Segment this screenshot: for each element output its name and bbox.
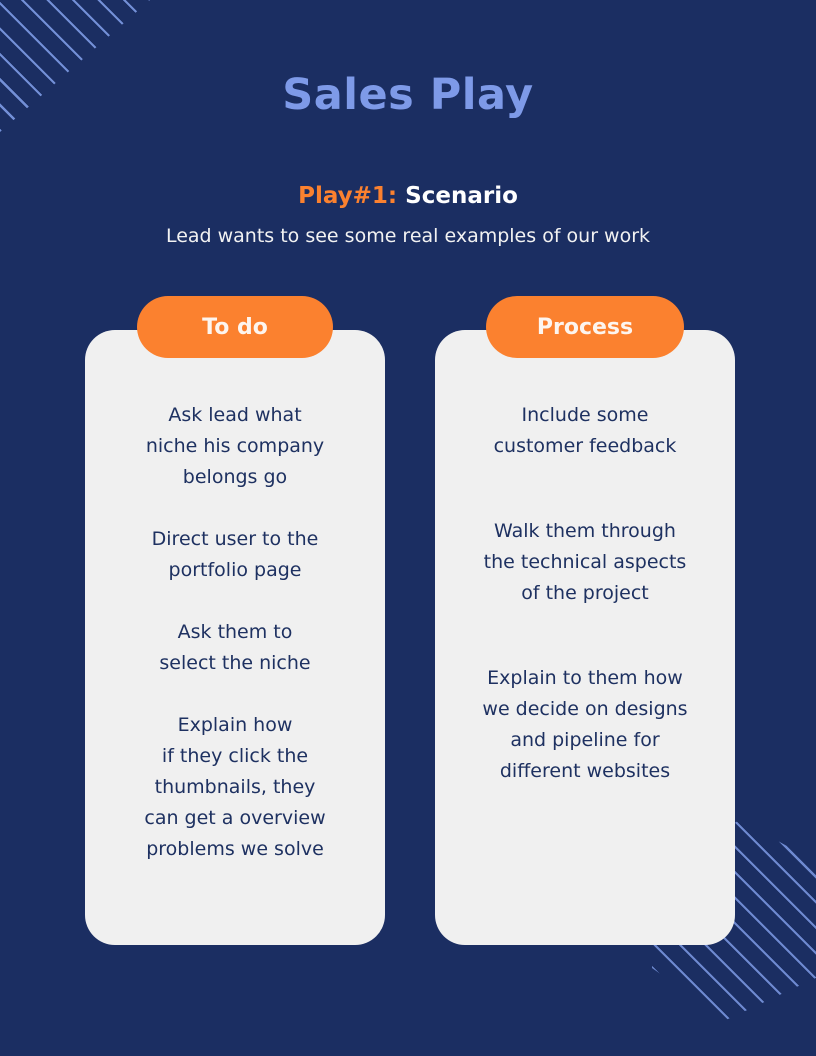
list-item: Direct user to the portfolio page [151, 528, 319, 581]
card-process: Process Include some customer feedback W… [435, 296, 735, 945]
list-item: Explain to them how we decide on designs… [482, 667, 688, 782]
card-to-do-body: Ask lead what niche his company belongs … [97, 392, 373, 927]
play-heading: Play#1: Scenario [0, 183, 816, 209]
list-item: Walk them through the technical aspects … [483, 520, 687, 604]
list-item: Explain how if they click the thumbnails… [144, 714, 326, 860]
page-title: Sales Play [282, 70, 534, 120]
card-to-do: To do Ask lead what niche his company be… [85, 296, 385, 945]
card-process-body: Include some customer feedback Walk them… [447, 392, 723, 927]
play-number-label: Play#1: [298, 183, 398, 209]
list-item: Include some customer feedback [493, 404, 677, 457]
card-to-do-heading: To do [137, 296, 333, 358]
card-process-heading: Process [486, 296, 684, 358]
scenario-description: Lead wants to see some real examples of … [165, 225, 651, 247]
play-scenario-label: Scenario [405, 183, 518, 209]
list-item: Ask them to select the niche [159, 621, 311, 674]
list-item: Ask lead what niche his company belongs … [145, 404, 325, 488]
